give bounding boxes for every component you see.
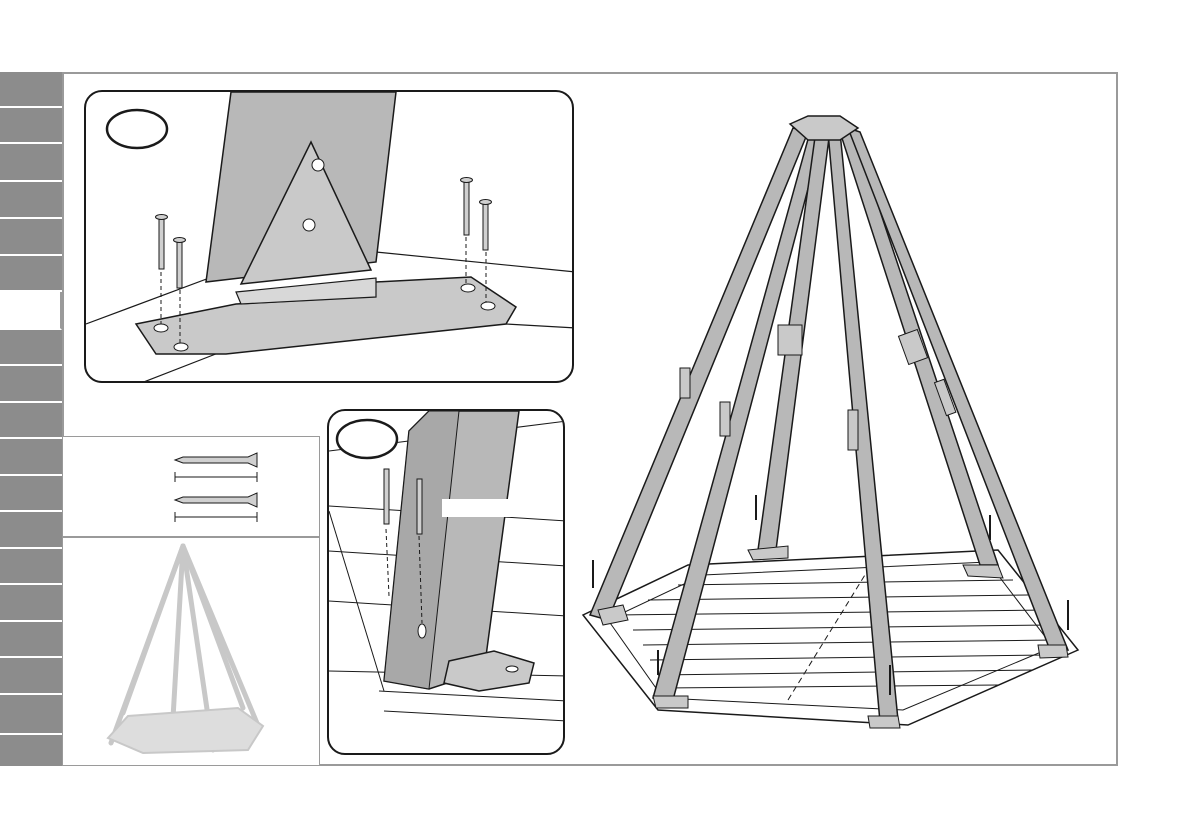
sidebar-tab[interactable] <box>0 658 62 695</box>
sidebar-tab[interactable] <box>0 256 62 292</box>
screw-icon <box>63 437 321 538</box>
callout-b <box>337 420 397 458</box>
bracket-icon <box>329 411 565 755</box>
sidebar-tab[interactable] <box>0 403 62 439</box>
sidebar-tab[interactable] <box>0 182 62 219</box>
sidebar-tab-active[interactable] <box>0 292 62 330</box>
sidebar-tab[interactable] <box>0 512 62 549</box>
sidebar-tab[interactable] <box>0 366 62 403</box>
sidebar-tab[interactable] <box>0 585 62 622</box>
detail-panel-a <box>84 90 574 383</box>
sidebar-tab[interactable] <box>0 549 62 585</box>
callout-a <box>107 110 167 148</box>
overview-thumbnail <box>62 537 320 766</box>
detail-panel-b <box>327 409 565 755</box>
teepee-frame-icon <box>578 110 1098 740</box>
sidebar-tab[interactable] <box>0 219 62 256</box>
sidebar-tab[interactable] <box>0 622 62 658</box>
bracket-icon <box>86 92 574 383</box>
sidebar-tab[interactable] <box>0 330 62 366</box>
sidebar-tab[interactable] <box>0 735 62 766</box>
sidebar-tab[interactable] <box>0 476 62 512</box>
overview-thumbnail-icon <box>63 538 321 767</box>
sidebar-tab[interactable] <box>0 144 62 182</box>
sidebar-tab[interactable] <box>0 695 62 735</box>
parts-box <box>62 436 320 537</box>
sidebar-tab[interactable] <box>0 72 62 108</box>
sidebar-tab[interactable] <box>0 108 62 144</box>
teepee-illustration <box>578 110 1098 740</box>
step-sidebar <box>0 72 62 766</box>
sidebar-tab[interactable] <box>0 439 62 476</box>
